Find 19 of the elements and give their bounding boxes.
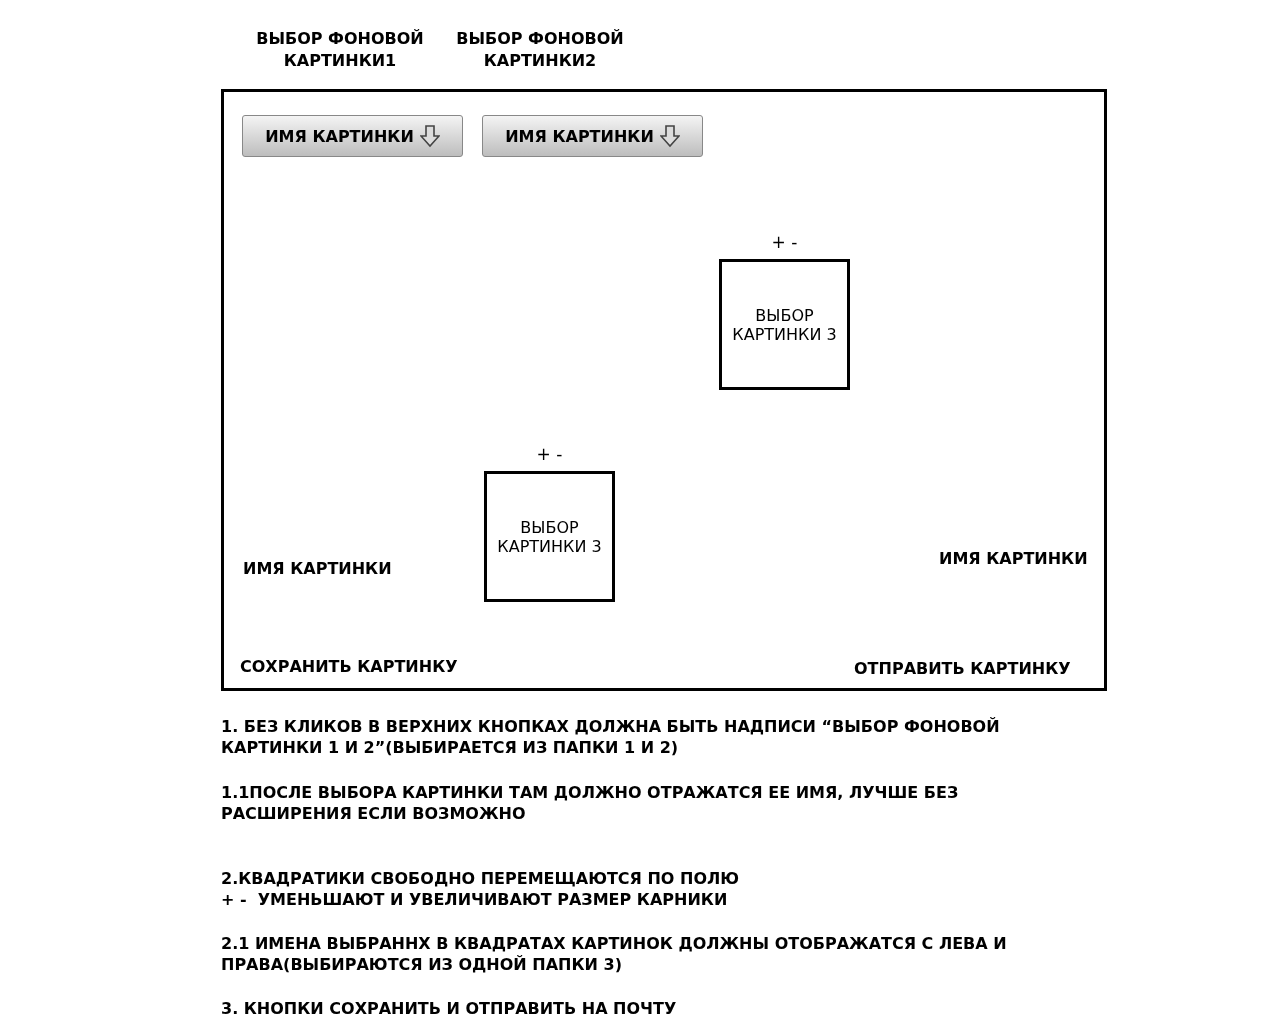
picture-name-text: ИМЯ КАРТИНКИ [243, 559, 392, 578]
plus-minus-label: + - [535, 444, 564, 464]
note-text: + - УМЕНЬШАЮТ И УВЕЛИЧИВАЮТ РАЗМЕР КАРНИКИ [221, 889, 729, 910]
note-text: 3. КНОПКИ СОХРАНИТЬ И ОТПРАВИТЬ НА ПОЧТУ [221, 998, 678, 1019]
plus-minus-label: + - [770, 232, 799, 252]
picture-name-text: ИМЯ КАРТИНКИ [939, 549, 1088, 568]
box-caption: ВЫБОР КАРТИНКИ 3 [496, 517, 603, 556]
heading-text: ВЫБОР ФОНОВОЙ КАРТИНКИ1 [255, 28, 425, 72]
save-picture-text: СОХРАНИТЬ КАРТИНКУ [240, 657, 458, 676]
heading-text: ВЫБОР ФОНОВОЙ КАРТИНКИ2 [455, 28, 625, 72]
send-picture-text: ОТПРАВИТЬ КАРТИНКУ [854, 659, 1071, 678]
dropdown-button: ИМЯ КАРТИНКИ [242, 115, 463, 157]
canvas-frame [221, 89, 1107, 691]
note-text: 2.1 ИМЕНА ВЫБРАННХ В КВАДРАТАХ КАРТИНОК ДОЛЖНЫ ОТОБРАЖАТСЯ С ЛЕВА И ПРАВА(ВЫБИРАЮТСЯ ИЗ ОДНОЙ ПАПКИ 3) [221, 933, 1008, 975]
note-text: 2.КВАДРАТИКИ СВОБОДНО ПЕРЕМЕЩАЮТСЯ ПО ПОЛЮ [221, 868, 741, 889]
note-text: 1.1ПОСЛЕ ВЫБОРА КАРТИНКИ ТАМ ДОЛЖНО ОТРАЖАТСЯ ЕЕ ИМЯ, ЛУЧШЕ БЕЗ РАСШИРЕНИЯ ЕСЛИ ВОЗМОЖНО [221, 782, 960, 824]
dropdown-button: ИМЯ КАРТИНКИ [482, 115, 703, 157]
note-text: 1. БЕЗ КЛИКОВ В ВЕРХНИХ КНОПКАХ ДОЛЖНА БЫТЬ НАДПИСИ “ВЫБОР ФОНОВОЙ КАРТИНКИ 1 И 2”(ВЫБИРАЕТСЯ ИЗ ПАПКИ 1 И 2) [221, 716, 1001, 758]
box-caption: ВЫБОР КАРТИНКИ 3 [731, 305, 838, 344]
